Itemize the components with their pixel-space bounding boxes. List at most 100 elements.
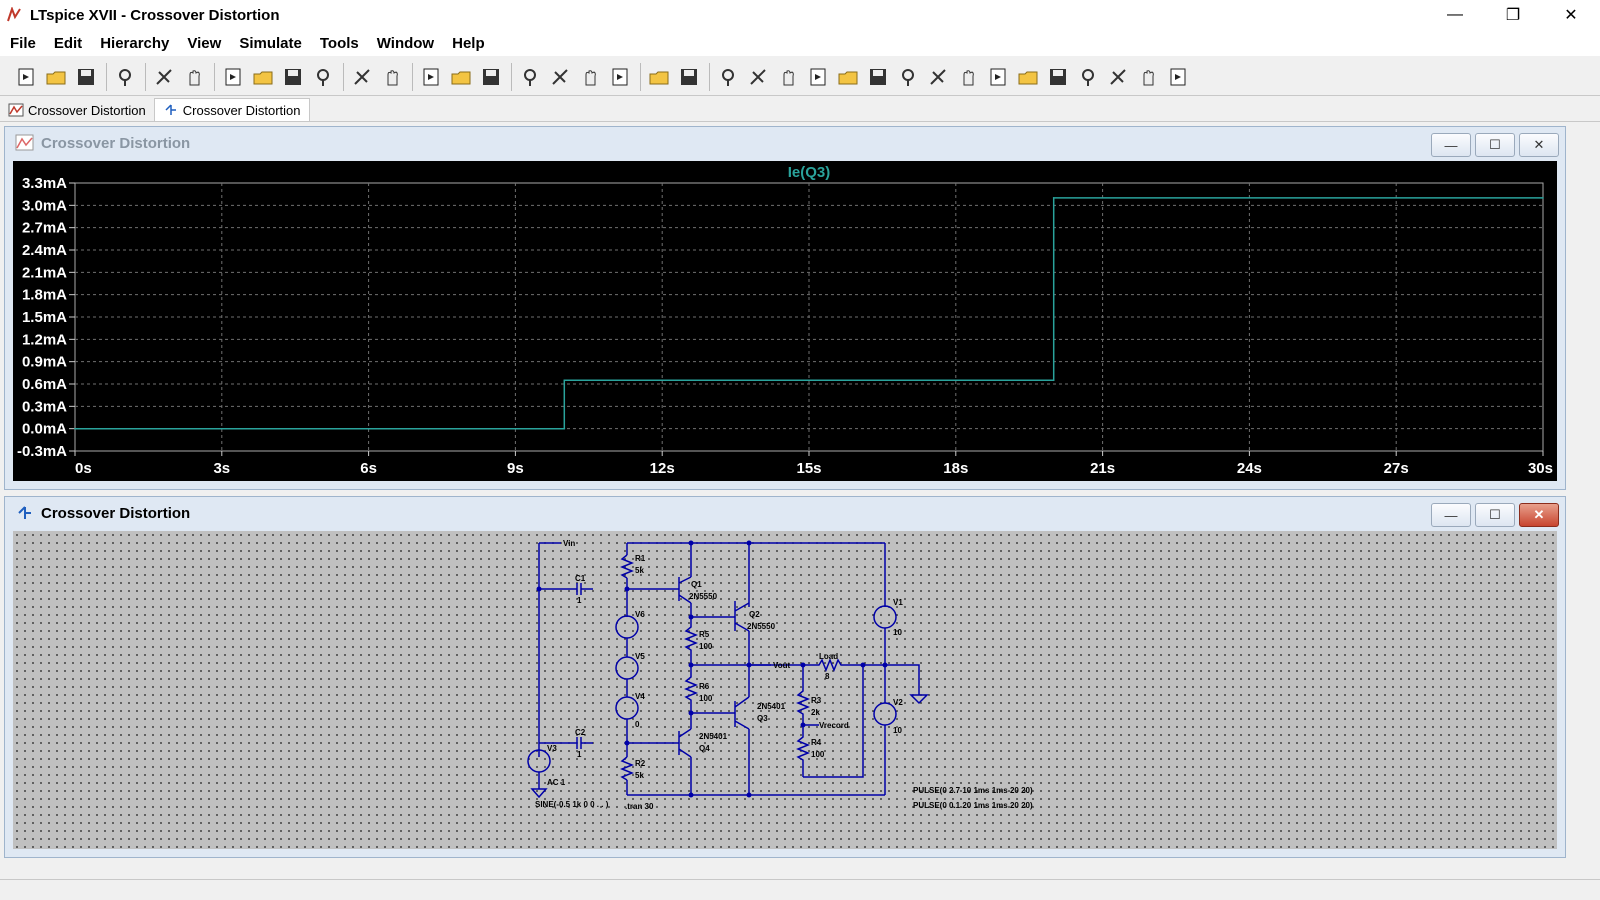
- q4-label: Q4: [699, 744, 710, 753]
- r3-value: 2k: [811, 708, 820, 717]
- close-button[interactable]: ✕: [1564, 7, 1578, 24]
- y-tick-label: -0.3mA: [17, 443, 67, 460]
- paste-icon[interactable]: [576, 63, 604, 91]
- control-panel-icon[interactable]: [111, 63, 139, 91]
- pulse-directive-1[interactable]: PULSE(0 2.7 10 1ms 1ms 20 20): [913, 786, 1033, 795]
- v1-source: [873, 605, 897, 629]
- find-icon[interactable]: [606, 63, 634, 91]
- schematic-canvas[interactable]: Vin Vout Vrecord R1 5k R2 5k R3 2k R4 10…: [13, 531, 1557, 849]
- menu-window[interactable]: Window: [376, 34, 435, 52]
- menu-file[interactable]: File: [10, 34, 36, 52]
- tab-waveform[interactable]: Crossover Distortion: [0, 99, 154, 121]
- x-tick-label: 15s: [796, 460, 821, 477]
- new-schematic-icon[interactable]: [12, 63, 40, 91]
- cut-icon[interactable]: [516, 63, 544, 91]
- save-icon[interactable]: [72, 63, 100, 91]
- minimize-button[interactable]: —: [1447, 6, 1463, 23]
- v4-value: 0: [635, 720, 640, 729]
- v1-label: V1: [893, 598, 903, 607]
- inductor-icon[interactable]: [864, 63, 892, 91]
- halt-icon[interactable]: [180, 63, 208, 91]
- label-net-icon[interactable]: [774, 63, 802, 91]
- spice-directive-icon[interactable]: [1164, 63, 1192, 91]
- menu-view[interactable]: View: [187, 34, 222, 52]
- move-icon[interactable]: [954, 63, 982, 91]
- toolbar-separator: [640, 62, 641, 91]
- undo-icon[interactable]: [1014, 63, 1042, 91]
- status-bar: [0, 879, 1600, 900]
- schematic-maximize-button[interactable]: ☐: [1475, 503, 1515, 527]
- q4-symbol: [627, 728, 692, 758]
- restore-button[interactable]: ❐: [1505, 7, 1521, 24]
- v2-value: 10: [893, 726, 902, 735]
- mirror-icon[interactable]: [1104, 63, 1132, 91]
- plot-close-button[interactable]: ✕: [1519, 133, 1559, 157]
- waveform-tab-icon: [8, 103, 24, 117]
- tab-schematic[interactable]: Crossover Distortion: [153, 98, 310, 121]
- zoom-out-icon[interactable]: [279, 63, 307, 91]
- x-tick-label: 0s: [75, 460, 92, 477]
- schematic-close-button[interactable]: ✕: [1519, 503, 1559, 527]
- menu-hierarchy[interactable]: Hierarchy: [100, 34, 170, 52]
- drag-icon[interactable]: [984, 63, 1012, 91]
- zoom-cancel-icon[interactable]: [309, 63, 337, 91]
- q3-label: Q3: [757, 714, 768, 723]
- ground-icon[interactable]: [744, 63, 772, 91]
- plot-minimize-button[interactable]: —: [1431, 133, 1471, 157]
- tile-vertical-icon[interactable]: [477, 63, 505, 91]
- copy-icon[interactable]: [546, 63, 574, 91]
- redo-icon[interactable]: [1044, 63, 1072, 91]
- zoom-in-icon[interactable]: [219, 63, 247, 91]
- x-tick-label: 12s: [650, 460, 675, 477]
- capacitor-icon[interactable]: [834, 63, 862, 91]
- schematic-minimize-button[interactable]: —: [1431, 503, 1471, 527]
- menu-tools[interactable]: Tools: [319, 34, 359, 52]
- draw-wire-icon[interactable]: [714, 63, 742, 91]
- plot-window-titlebar[interactable]: Crossover Distortion: [5, 127, 1565, 159]
- toolbar: [0, 58, 1600, 96]
- text-icon[interactable]: [1134, 63, 1162, 91]
- x-tick-label: 6s: [360, 460, 377, 477]
- tran-directive[interactable]: .tran 30: [625, 802, 654, 811]
- c2-label: C2: [575, 728, 586, 737]
- resistor-icon[interactable]: [804, 63, 832, 91]
- pulse-directive-2[interactable]: PULSE(0 0.1 20 1ms 1ms 20 20): [913, 801, 1033, 810]
- component-icon[interactable]: [924, 63, 952, 91]
- tile-horizontal-icon[interactable]: [417, 63, 445, 91]
- cascade-icon[interactable]: [447, 63, 475, 91]
- x-tick-label: 24s: [1237, 460, 1262, 477]
- schematic-window-titlebar[interactable]: Crossover Distortion: [5, 497, 1565, 529]
- print-preview-icon[interactable]: [645, 63, 673, 91]
- autorange-icon[interactable]: [348, 63, 376, 91]
- menu-edit[interactable]: Edit: [53, 34, 83, 52]
- waveform-chart[interactable]: 3.3mA3.0mA2.7mA2.4mA2.1mA1.8mA1.5mA1.2mA…: [13, 161, 1557, 481]
- y-tick-label: 0.6mA: [22, 376, 67, 393]
- rotate-icon[interactable]: [1074, 63, 1102, 91]
- trace-label[interactable]: Ie(Q3): [788, 164, 831, 181]
- y-tick-label: 0.3mA: [22, 398, 67, 415]
- zoom-extents-icon[interactable]: [249, 63, 277, 91]
- r5-value: 100: [699, 642, 713, 651]
- diode-icon[interactable]: [894, 63, 922, 91]
- menu-help[interactable]: Help: [452, 34, 485, 52]
- schematic-window: Crossover Distortion — ☐ ✕: [4, 496, 1566, 858]
- load-symbol: [803, 657, 863, 673]
- waveform-icon[interactable]: [378, 63, 406, 91]
- schematic-window-title: Crossover Distortion: [41, 504, 191, 522]
- schematic-diagram[interactable]: Vin Vout Vrecord R1 5k R2 5k R3 2k R4 10…: [13, 531, 1557, 849]
- trace-line-ie-q3-[interactable]: [75, 197, 1543, 430]
- v3-ac: AC 1: [547, 778, 566, 787]
- print-icon[interactable]: [675, 63, 703, 91]
- open-icon[interactable]: [42, 63, 70, 91]
- menu-bar: File Edit Hierarchy View Simulate Tools …: [0, 30, 1600, 56]
- q2-symbol: [734, 601, 750, 632]
- plot-maximize-button[interactable]: ☐: [1475, 133, 1515, 157]
- run-icon[interactable]: [150, 63, 178, 91]
- r5-symbol: [683, 617, 699, 665]
- menu-simulate[interactable]: Simulate: [239, 34, 302, 52]
- plot-window-title: Crossover Distortion: [41, 134, 191, 152]
- trace-point: [563, 427, 566, 430]
- q4-model: 2N5401: [699, 732, 728, 741]
